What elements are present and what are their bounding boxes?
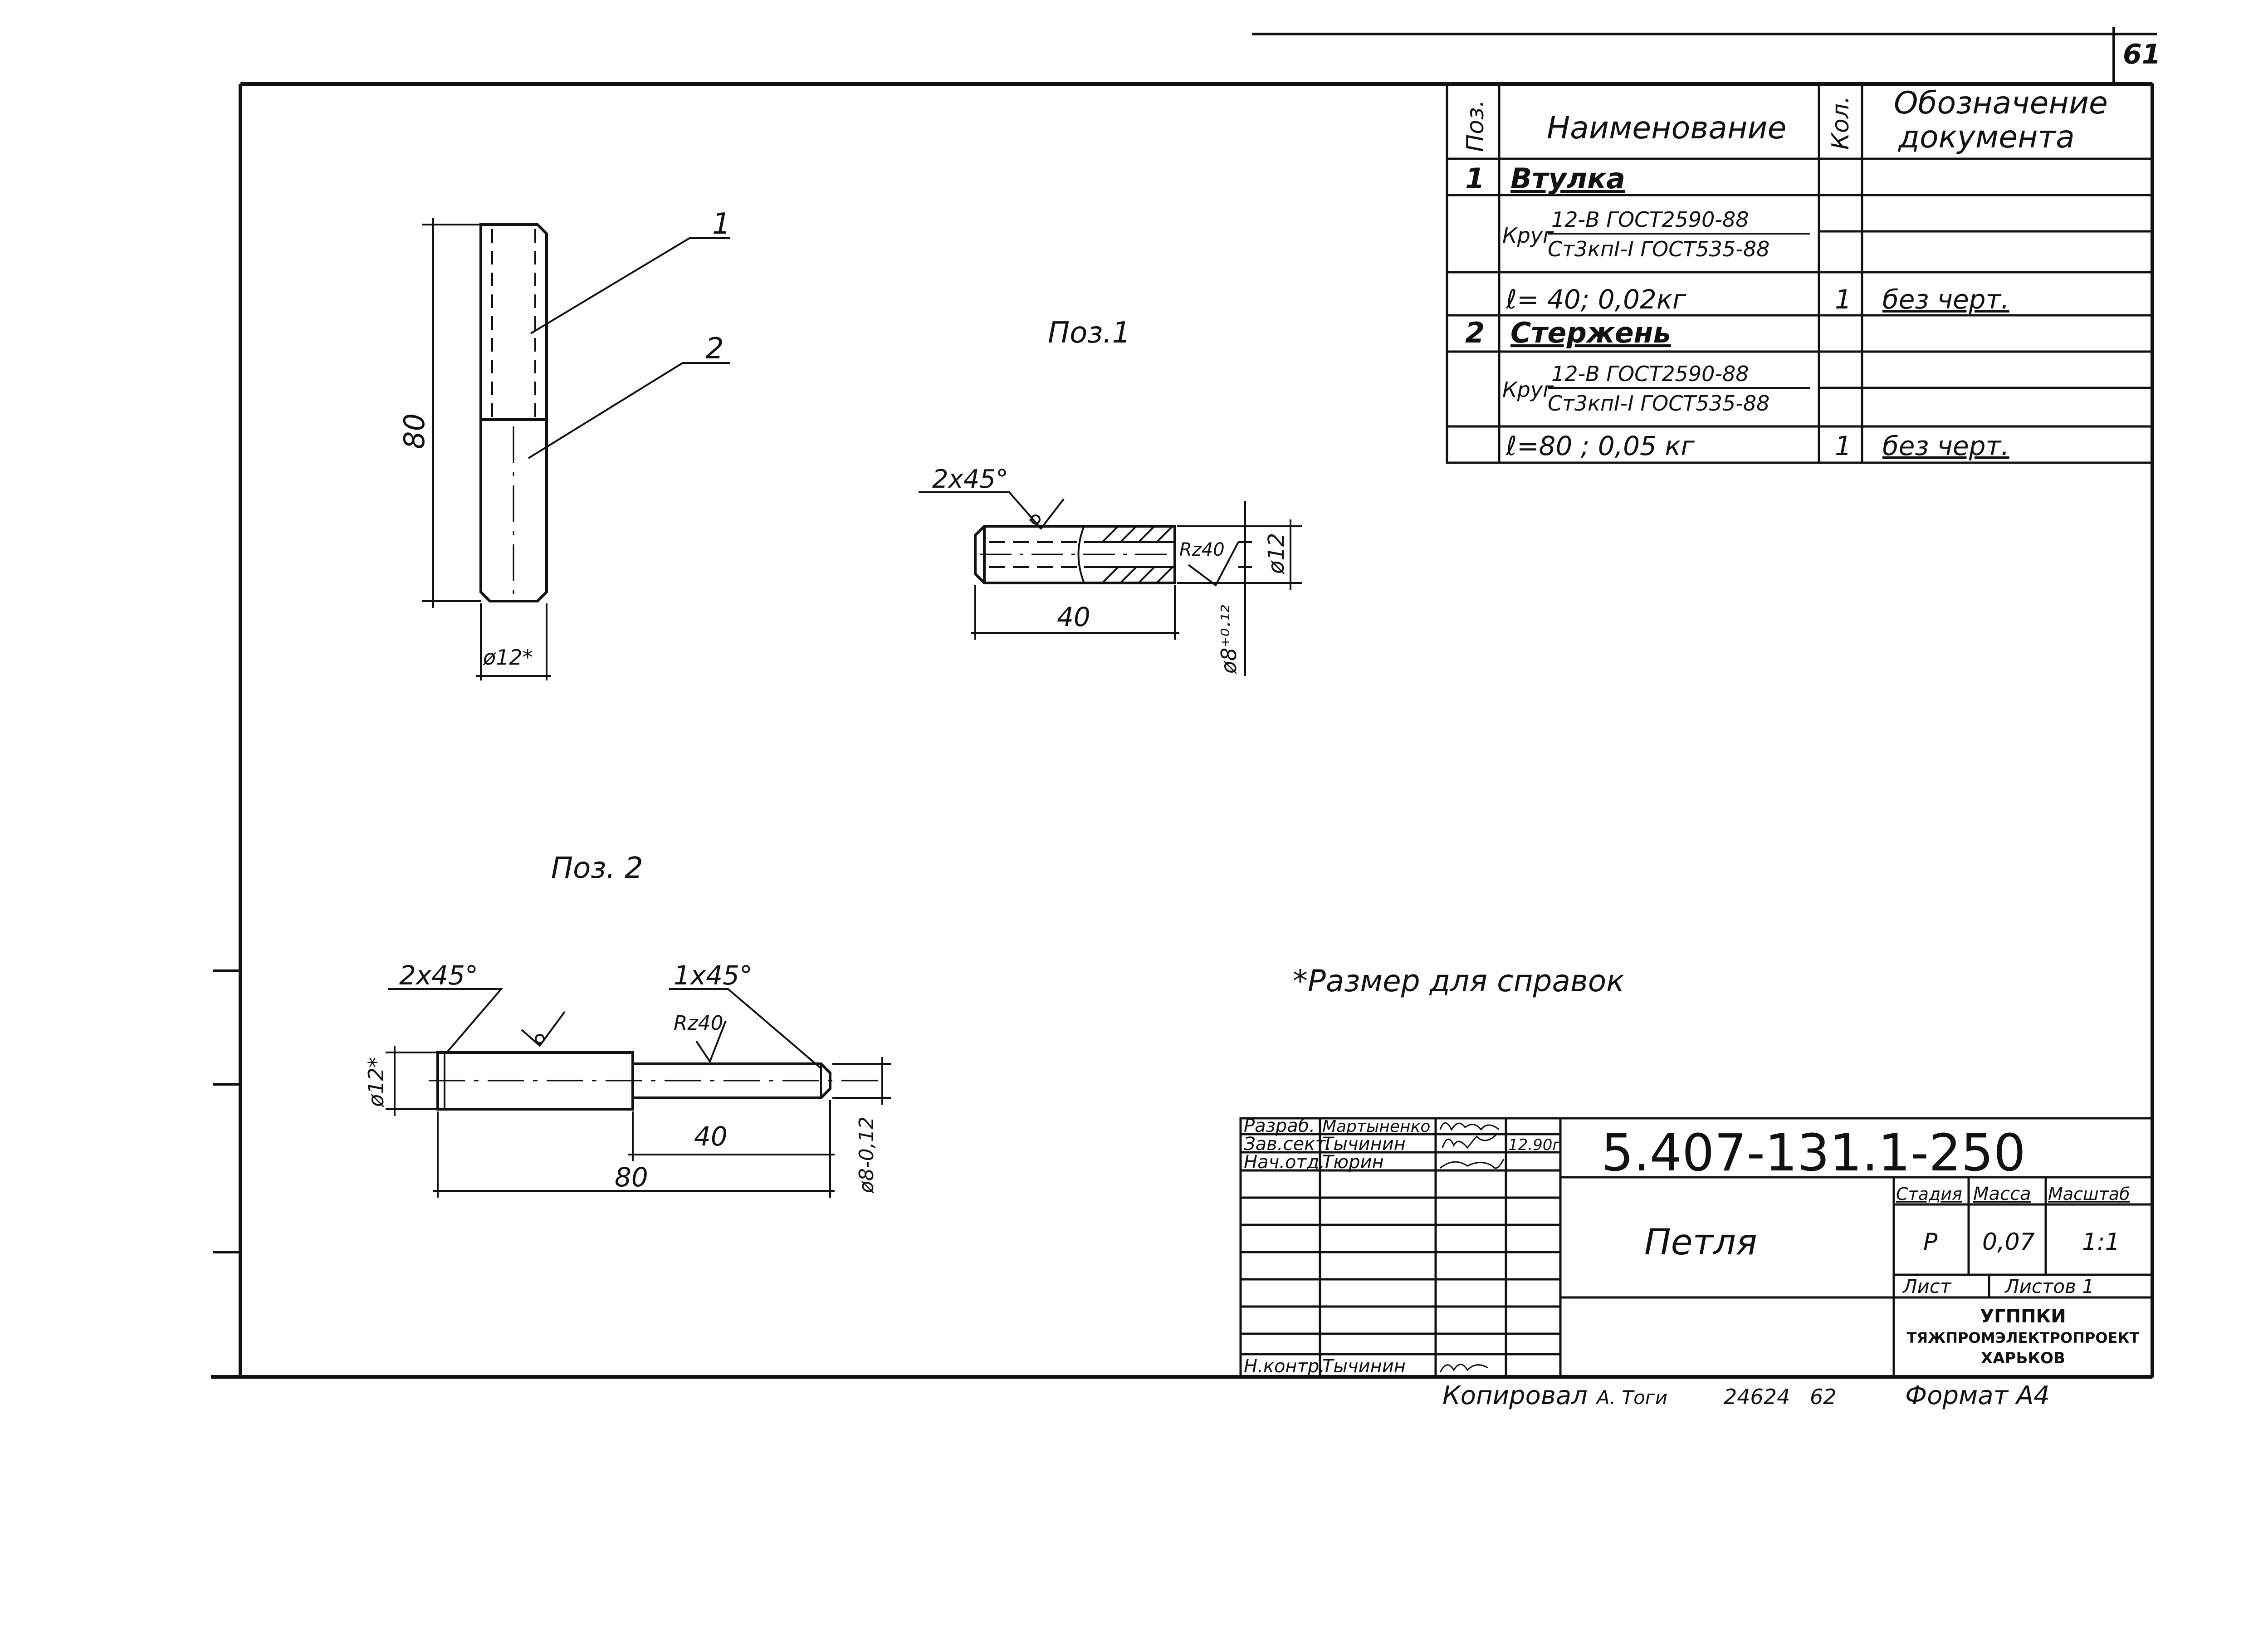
assembly-dim-diameter-label: ø12* bbox=[483, 645, 533, 670]
copied-by: А. Тоги bbox=[1595, 1386, 1667, 1409]
spec-header-doc-1: Обозначение bbox=[1894, 85, 2108, 121]
pos1-dim-length bbox=[971, 585, 1179, 640]
title-block bbox=[1239, 1117, 2154, 1378]
pos1-title: Поз.1 bbox=[1048, 316, 1130, 350]
col-scale: Масштаб bbox=[2048, 1184, 2130, 1204]
assembly-part-rod bbox=[479, 420, 548, 602]
top-strip: 61 bbox=[1252, 27, 2161, 84]
assembly-leaders bbox=[528, 237, 730, 459]
control-role: Н.контр. bbox=[1244, 1356, 1325, 1377]
spec-header-pos: Поз. bbox=[1462, 100, 1489, 152]
stage-value: Р bbox=[1923, 1229, 1938, 1256]
spec-item-doc: без черт. bbox=[1882, 284, 2009, 315]
pos1-dim-length-label: 40 bbox=[1057, 602, 1090, 632]
spec-item-material-top: 12-В ГОСТ2590-88 bbox=[1551, 207, 1749, 232]
role-label: Нач.отд. bbox=[1244, 1152, 1325, 1173]
mass-value: 0,07 bbox=[1982, 1229, 2035, 1256]
leader-label-2: 2 bbox=[705, 332, 724, 366]
spec-header-name: Наименование bbox=[1547, 110, 1786, 146]
pos1-roughness: Rz40 bbox=[1179, 539, 1225, 560]
spec-header-qty: Кол. bbox=[1827, 96, 1854, 150]
spec-table-text: Поз. Наименование Кол. Обозначение докум… bbox=[1462, 85, 2108, 461]
pos2-roughness-marks bbox=[521, 1011, 727, 1064]
pos2-title: Поз. 2 bbox=[551, 852, 643, 885]
assembly-dim-length-label: 80 bbox=[398, 413, 431, 449]
spec-item-material-top: 12-В ГОСТ2590-88 bbox=[1551, 362, 1749, 386]
footer: Копировал А. Тоги 24624 62 Формат А4 bbox=[1442, 1381, 2050, 1410]
assembly-view: 80 ø12* 1 2 bbox=[398, 207, 731, 680]
spec-item-name: Стержень bbox=[1510, 316, 1671, 349]
spec-item-name: Втулка bbox=[1510, 162, 1625, 195]
paper-format: Формат А4 bbox=[1905, 1381, 2050, 1410]
pos1-dim-inner bbox=[1238, 501, 1252, 676]
col-mass: Масса bbox=[1973, 1184, 2031, 1204]
document-code: 5.407-131.1-250 bbox=[1601, 1124, 2026, 1183]
signatures bbox=[1439, 1122, 1505, 1373]
pos2-dim-big-dia bbox=[386, 1046, 438, 1116]
assembly-dim-length bbox=[422, 218, 481, 608]
pos2-dim-small-dia bbox=[832, 1057, 891, 1105]
spec-item-pos: 2 bbox=[1465, 316, 1485, 349]
spec-item-material-bottom: Ст3кпI-I ГОСТ535-88 bbox=[1548, 391, 1769, 416]
pos1-dim-outer bbox=[1177, 519, 1302, 590]
pos2-dim-step-label: 40 bbox=[694, 1121, 728, 1152]
sheets-label: Листов 1 bbox=[2004, 1275, 2094, 1297]
title-block-text: Разраб. Мартыненко Зав.сект. Тычинин Нач… bbox=[1244, 1116, 2140, 1377]
spec-item-size: ℓ=80 ; 0,05 кг bbox=[1505, 431, 1695, 461]
organization-line-2: ТЯЖПРОМЭЛЕКТРОПРОЕКТ bbox=[1907, 1329, 2140, 1346]
pos2-dim-step bbox=[628, 1100, 835, 1198]
role-person: Тюрин bbox=[1322, 1152, 1384, 1173]
pos2-chamfer-left-label: 2х45° bbox=[399, 960, 478, 991]
sheet-number: 61 bbox=[2123, 39, 2161, 70]
control-person: Тычинин bbox=[1322, 1356, 1406, 1377]
leader-label-1: 1 bbox=[712, 207, 731, 241]
pos2-chamfer-right-label: 1х45° bbox=[674, 960, 753, 991]
col-stage: Стадия bbox=[1896, 1184, 1962, 1204]
spec-item-material-prefix: Круг bbox=[1502, 223, 1554, 248]
spec-item-material-bottom: Ст3кпI-I ГОСТ535-88 bbox=[1548, 237, 1769, 261]
pos2-dim-small-dia-label: ø8-0,12 bbox=[855, 1116, 878, 1194]
pos1-dim-outer-label: ø12 bbox=[1264, 533, 1289, 574]
role-person: Тычинин bbox=[1322, 1134, 1406, 1155]
approval-date: 12.90г bbox=[1508, 1136, 1561, 1154]
pos2-chamfer-leaders bbox=[388, 988, 822, 1069]
scale-value: 1:1 bbox=[2082, 1229, 2120, 1256]
role-person: Мартыненко bbox=[1322, 1117, 1430, 1136]
pos1-dim-inner-label: ø8⁺⁰·¹² bbox=[1217, 605, 1241, 674]
copied-label: Копировал bbox=[1442, 1381, 1588, 1410]
pos1-hatching bbox=[1101, 525, 1173, 584]
role-label: Разраб. bbox=[1244, 1116, 1315, 1136]
spec-item-material-prefix: Круг bbox=[1502, 377, 1554, 402]
sheet-label: Лист bbox=[1902, 1275, 1952, 1297]
pos2-roughness: Rz40 bbox=[674, 1012, 723, 1035]
assembly-dim-diameter bbox=[476, 603, 551, 680]
assembly-part-sleeve bbox=[479, 223, 548, 421]
pos2-body bbox=[429, 1051, 880, 1111]
pos1-roughness-mark bbox=[1188, 542, 1239, 587]
pos1-body bbox=[974, 525, 1176, 584]
order-number: 24624 bbox=[1724, 1385, 1790, 1409]
spec-item-qty: 1 bbox=[1835, 431, 1852, 461]
spec-item-qty: 1 bbox=[1835, 284, 1852, 315]
pos2-dim-total bbox=[433, 1111, 835, 1198]
spec-header-doc-2: документа bbox=[1898, 119, 2075, 155]
pos1-chamfer-label: 2х45° bbox=[932, 465, 1008, 494]
reference-note: *Размер для справок bbox=[1293, 964, 1624, 998]
pos2-dim-big-dia-label: ø12* bbox=[364, 1057, 388, 1107]
pos1-view: Поз.1 2х45° Rz40 bbox=[919, 316, 1302, 676]
pos2-dim-total-label: 80 bbox=[615, 1162, 648, 1193]
organization-line-3: ХАРЬКОВ bbox=[1981, 1349, 2065, 1367]
pos1-chamfer-leader bbox=[919, 491, 1065, 530]
organization-line-1: УГППКИ bbox=[1980, 1306, 2066, 1327]
pos2-view: Поз. 2 2х45° 1х45° Rz40 ø12* bbox=[364, 852, 891, 1198]
spec-item-size: ℓ= 40; 0,02кг bbox=[1505, 284, 1686, 315]
order-sheet: 62 bbox=[1810, 1385, 1837, 1409]
document-name: Петля bbox=[1644, 1222, 1757, 1263]
spec-item-doc: без черт. bbox=[1882, 431, 2009, 461]
role-label: Зав.сект. bbox=[1244, 1134, 1331, 1155]
spec-table bbox=[1446, 83, 2154, 464]
spec-item-pos: 1 bbox=[1465, 162, 1485, 195]
